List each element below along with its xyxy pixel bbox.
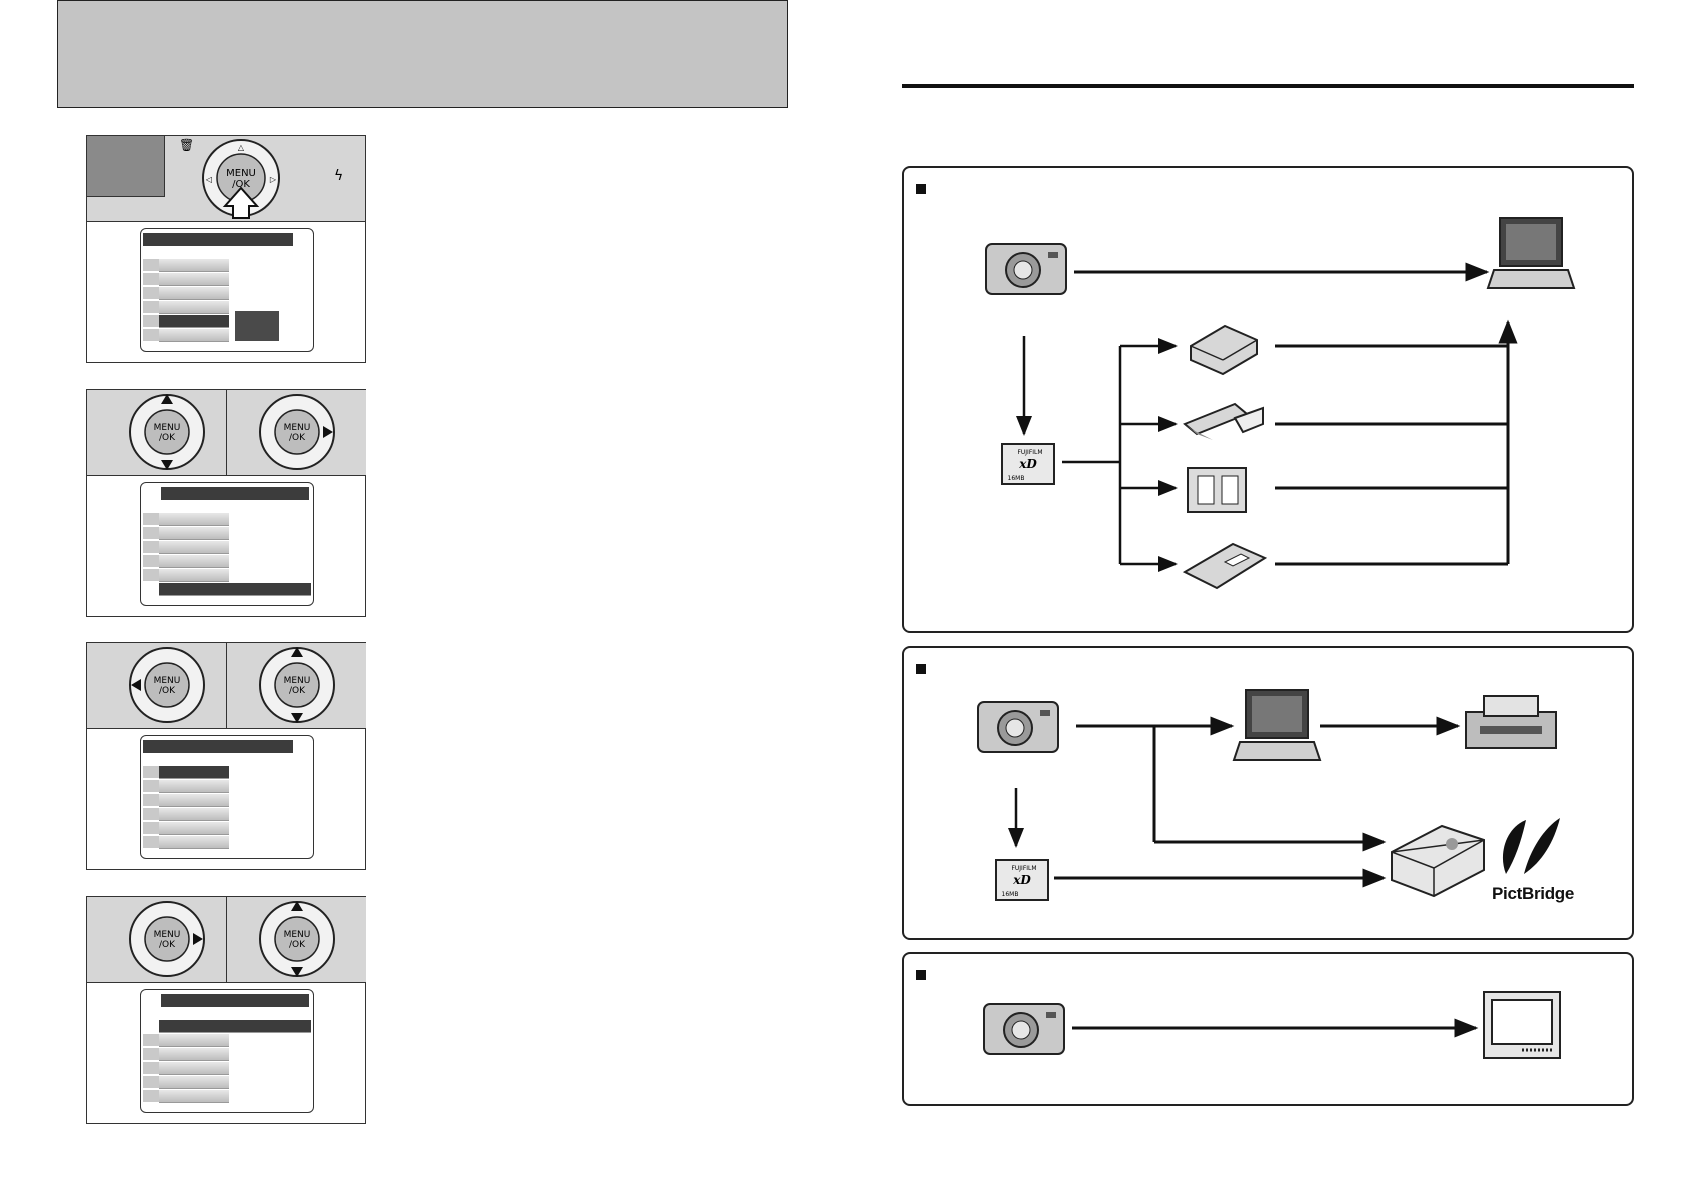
camera-back-panel: MENU /OK △ ◁ ▷ 🗑 ϟ — [87, 136, 365, 222]
svg-text:MENU: MENU — [284, 676, 311, 686]
svg-text:MENU: MENU — [154, 676, 181, 686]
inkjet-printer-icon — [1465, 695, 1557, 749]
step-2-illustration: MENU /OK MENU /OK — [86, 389, 366, 617]
pictbridge-logo-icon — [1502, 818, 1560, 874]
photo-printer-icon — [1391, 824, 1485, 898]
svg-text:/OK: /OK — [159, 686, 176, 696]
step-4-illustration: MENU /OK MENU /OK — [86, 896, 366, 1124]
svg-text:MENU: MENU — [154, 930, 181, 940]
camera-panel-left: MENU /OK — [87, 643, 226, 729]
flash-icon: ϟ — [334, 168, 344, 184]
svg-text:16MB: 16MB — [1002, 891, 1019, 898]
svg-text:/OK: /OK — [289, 940, 306, 950]
svg-text:/OK: /OK — [289, 433, 306, 443]
lcd-title-bar — [161, 487, 309, 500]
svg-text:/OK: /OK — [289, 686, 306, 696]
submenu-popup — [235, 311, 279, 341]
four-way-dial: MENU /OK △ ◁ ▷ — [202, 139, 280, 219]
lcd-title-bar — [161, 994, 309, 1007]
xd-brand-label: FUJIFILM — [1017, 449, 1042, 456]
svg-text:MENU: MENU — [154, 423, 181, 433]
bullet-square — [916, 970, 926, 980]
xd-capacity-label: 16MB — [1008, 475, 1025, 482]
section-header-box — [57, 0, 788, 108]
camera-panel-left: MENU /OK — [87, 897, 226, 983]
camera-icon — [977, 701, 1059, 753]
camera-icon — [985, 243, 1067, 295]
card-reader-icon — [1190, 324, 1258, 376]
pictbridge-logo-text: PictBridge — [1492, 884, 1575, 903]
svg-text:◁: ◁ — [205, 175, 212, 184]
bullet-square — [916, 664, 926, 674]
step-1-illustration: MENU /OK △ ◁ ▷ 🗑 ϟ — [86, 135, 366, 363]
compactflash-adapter-icon — [1182, 542, 1268, 590]
camera-icon — [983, 1003, 1065, 1055]
svg-text:/OK: /OK — [232, 179, 250, 190]
svg-text:MENU: MENU — [284, 930, 311, 940]
laptop-icon — [1232, 689, 1322, 761]
svg-text:FUJIFILM: FUJIFILM — [1011, 865, 1036, 872]
xd-type-label: xD — [1018, 457, 1037, 471]
diagram-tv-graphics — [983, 991, 1561, 1059]
usb-drive-icon — [1183, 402, 1264, 440]
camera-panel-right: MENU /OK — [226, 643, 366, 729]
lcd-title-bar — [143, 233, 293, 246]
svg-text:/OK: /OK — [159, 940, 176, 950]
lcd-title-bar — [143, 740, 293, 753]
pc-card-adapter-icon — [1187, 467, 1247, 513]
diagram-printer-graphics: FUJIFILM xD 16MB — [977, 689, 1560, 901]
svg-text:△: △ — [238, 143, 245, 152]
camera-lcd-screen — [87, 136, 165, 197]
bullet-square — [916, 184, 926, 194]
camera-panel-left: MENU /OK — [87, 390, 226, 476]
xd-card-icon: FUJIFILM xD 16MB — [1001, 443, 1055, 485]
lcd-menu-screen — [140, 482, 314, 606]
svg-text:xD: xD — [1012, 873, 1031, 887]
title-rule — [902, 84, 1634, 88]
diagram-pc-graphics: FUJIFILM xD 16MB — [985, 217, 1576, 590]
lcd-menu-screen — [140, 228, 314, 352]
camera-panel-right: MENU /OK — [226, 390, 366, 476]
press-arrow-icon — [222, 186, 260, 219]
menu-ok-text: MENU — [226, 168, 256, 179]
laptop-icon — [1486, 217, 1576, 289]
lcd-menu-screen — [140, 735, 314, 859]
trash-icon: 🗑 — [179, 138, 195, 152]
svg-text:MENU: MENU — [284, 423, 311, 433]
television-icon — [1483, 991, 1561, 1059]
step-3-illustration: MENU /OK MENU /OK — [86, 642, 366, 870]
svg-text:▷: ▷ — [270, 175, 277, 184]
svg-text:/OK: /OK — [159, 433, 176, 443]
xd-card-icon: FUJIFILM xD 16MB — [995, 859, 1049, 901]
camera-panel-right: MENU /OK — [226, 897, 366, 983]
lcd-menu-screen — [140, 989, 314, 1113]
